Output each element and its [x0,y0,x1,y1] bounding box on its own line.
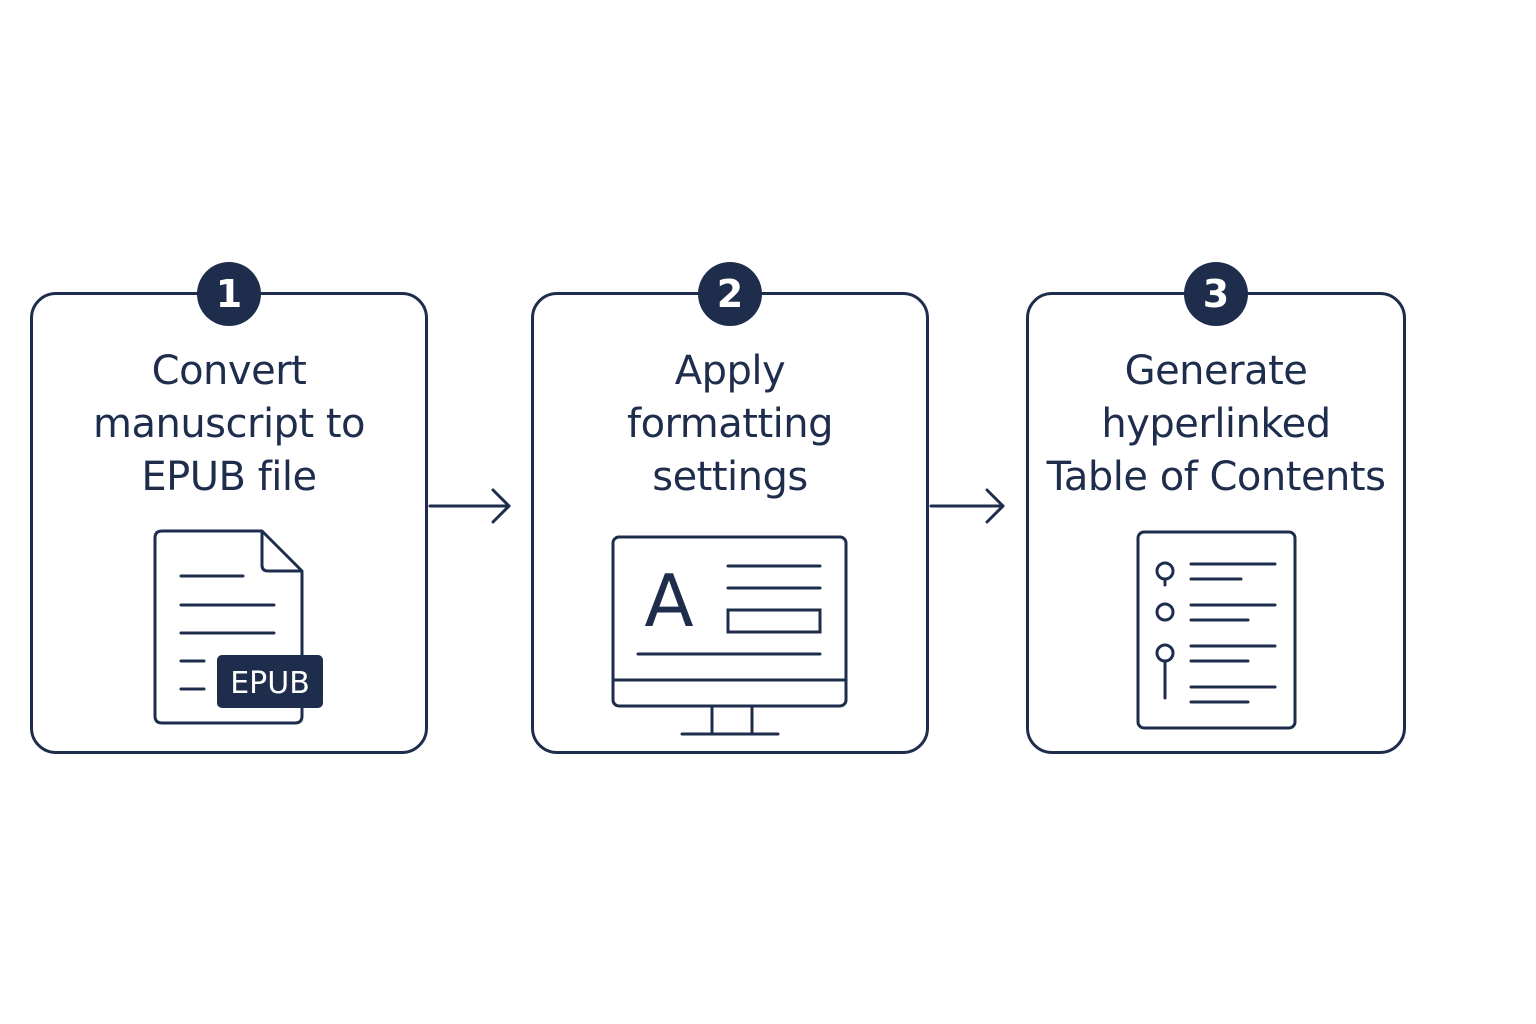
step-title-3-line-1: Generate [1124,348,1308,394]
step-title-3-line-3: Table of Contents [1046,454,1386,500]
step-title-1-line-3: EPUB file [141,454,317,500]
font-letter-icon: A [644,559,693,643]
arrow-right-icon-2 [929,488,1005,524]
epub-label: EPUB [230,666,310,701]
step-title-2: Apply formatting settings [531,345,929,504]
step-title-2-line-3: settings [652,454,808,500]
step-title-3-line-2: hyperlinked [1101,401,1331,447]
step-title-1: Convert manuscript to EPUB file [30,345,428,504]
step-title-1-line-2: manuscript to [92,401,366,447]
step-title-2-line-2: formatting [627,401,834,447]
step-title-1-line-1: Convert [151,348,307,394]
step-card-3 [1026,292,1406,754]
step-title-2-line-1: Apply [674,348,786,394]
table-of-contents-icon [1136,530,1297,730]
step-number-badge-1: 1 [197,262,261,326]
step-number-badge-3: 3 [1184,262,1248,326]
monitor-formatting-icon: A [611,535,848,736]
arrow-right-icon-1 [428,488,511,524]
step-number-badge-2: 2 [698,262,762,326]
epub-document-icon: EPUB [153,529,323,725]
step-title-3: Generate hyperlinked Table of Contents [1026,345,1406,504]
